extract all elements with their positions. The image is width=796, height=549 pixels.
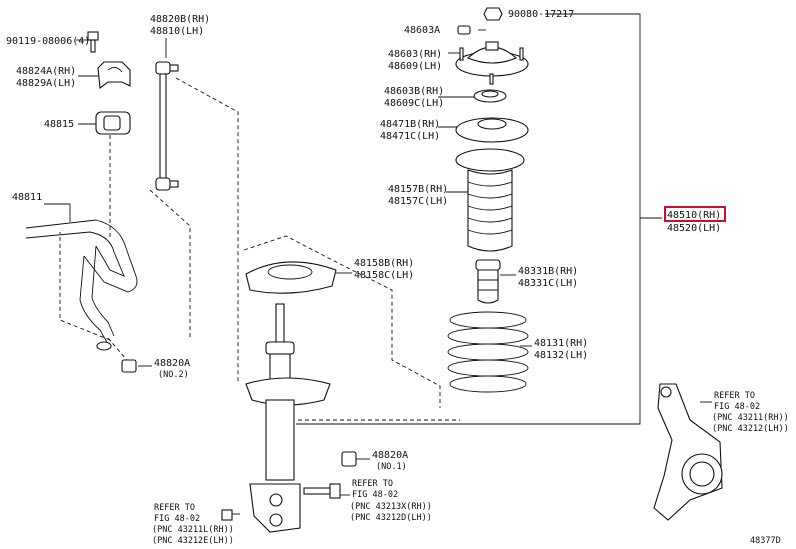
label-48824a[interactable]: 48824A(RH) xyxy=(16,66,76,77)
strut-bolt-icon xyxy=(303,483,341,499)
label-48820a-no2[interactable]: 48820A xyxy=(154,358,190,369)
ref-bolt-line3: (PNC 43213X(RH)) xyxy=(350,502,432,512)
label-48510[interactable]: 48510(RH) xyxy=(667,210,721,221)
ref-knuckle-line2[interactable]: FIG 48-02 xyxy=(714,402,760,412)
spring-upper-insulator-icon xyxy=(455,117,529,143)
label-90119[interactable]: 90119-08006(4) xyxy=(6,36,90,47)
label-48158b[interactable]: 48158B(RH) xyxy=(354,258,414,269)
ref-bottom-line3: (PNC 43211L(RH)) xyxy=(152,525,234,535)
lock-nut-90080-icon xyxy=(483,7,503,21)
bound-stopper-icon xyxy=(475,259,501,304)
label-48829a[interactable]: 48829A(LH) xyxy=(16,78,76,89)
upper-support-icon xyxy=(455,41,529,85)
ref-bottom-line4: (PNC 43212E(LH)) xyxy=(152,536,234,546)
ref-bolt-line2[interactable]: FIG 48-02 xyxy=(352,490,398,500)
ref-knuckle-line4: (PNC 43212(LH)) xyxy=(712,424,789,434)
spring-lower-insulator-icon xyxy=(245,261,337,294)
ref-bottom-line2[interactable]: FIG 48-02 xyxy=(154,514,200,524)
label-48520[interactable]: 48520(LH) xyxy=(667,223,721,234)
label-48331b[interactable]: 48331B(RH) xyxy=(518,266,578,277)
label-48471b[interactable]: 48471B(RH) xyxy=(380,119,440,130)
label-48603a[interactable]: 48603A xyxy=(404,25,440,36)
label-48609c[interactable]: 48609C(LH) xyxy=(384,98,444,109)
label-48810[interactable]: 48810(LH) xyxy=(150,26,204,37)
steering-knuckle-icon xyxy=(653,383,723,521)
label-48820a-no1[interactable]: 48820A xyxy=(372,450,408,461)
stabilizer-bushing-icon xyxy=(95,111,131,135)
label-48609[interactable]: 48609(LH) xyxy=(388,61,442,72)
support-bearing-icon xyxy=(473,89,507,103)
bolt-90119-icon xyxy=(87,31,99,53)
label-48157b[interactable]: 48157B(RH) xyxy=(388,184,448,195)
label-48603b[interactable]: 48603B(RH) xyxy=(384,86,444,97)
stabilizer-bracket-icon xyxy=(97,61,131,90)
dashed-assembly-lines xyxy=(59,77,460,421)
ref-bottom-line1[interactable]: REFER TO xyxy=(154,503,195,513)
stabilizer-link-icon xyxy=(155,61,179,191)
leader-lines xyxy=(44,13,712,515)
nut-48820a-no2-icon xyxy=(121,359,137,373)
label-48603[interactable]: 48603(RH) xyxy=(388,49,442,60)
label-48820b[interactable]: 48820B(RH) xyxy=(150,14,210,25)
ref-bolt-line1[interactable]: REFER TO xyxy=(352,479,393,489)
nut-48820a-no1-icon xyxy=(341,451,357,467)
label-48815[interactable]: 48815 xyxy=(44,119,74,130)
selected-part-highlight xyxy=(664,206,726,222)
shock-absorber-icon xyxy=(245,303,331,533)
label-48157c[interactable]: 48157C(LH) xyxy=(388,196,448,207)
label-90080[interactable]: 90080-17217 xyxy=(508,9,574,20)
label-48820a-no1-note: (NO.1) xyxy=(376,462,407,472)
label-48158c[interactable]: 48158C(LH) xyxy=(354,270,414,281)
stabilizer-bar-icon xyxy=(25,219,138,351)
dust-boot-icon xyxy=(455,148,525,252)
ref-bolt-line4: (PNC 43212D(LH)) xyxy=(350,513,432,523)
label-48811[interactable]: 48811 xyxy=(12,192,42,203)
label-48131[interactable]: 48131(RH) xyxy=(534,338,588,349)
label-48132[interactable]: 48132(LH) xyxy=(534,350,588,361)
coil-spring-icon xyxy=(447,311,529,393)
label-48820a-no2-note: (NO.2) xyxy=(158,370,189,380)
label-48331c[interactable]: 48331C(LH) xyxy=(518,278,578,289)
part-labels: 90119-08006(4) 48824A(RH) 48829A(LH) 488… xyxy=(6,9,789,546)
label-48471c[interactable]: 48471C(LH) xyxy=(380,131,440,142)
support-cap-icon xyxy=(457,25,471,35)
ref-knuckle-line1[interactable]: REFER TO xyxy=(714,391,755,401)
ref-knuckle-line3: (PNC 43211(RH)) xyxy=(712,413,789,423)
strut-lower-bolt-icon xyxy=(221,509,233,521)
diagram-id: 48377D xyxy=(750,536,781,546)
